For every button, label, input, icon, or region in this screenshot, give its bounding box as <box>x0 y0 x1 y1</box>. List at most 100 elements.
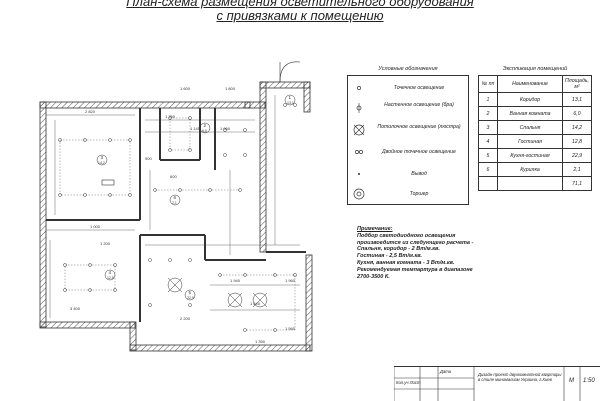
legend-label: Точечное освещение <box>393 85 445 91</box>
dim-label: 1 960 <box>285 278 296 283</box>
dim-label: 1 560 <box>285 326 296 331</box>
double-spot-light-icon <box>355 150 363 154</box>
legend-row: Точечное освещение <box>348 80 470 98</box>
cell-num <box>478 176 498 191</box>
dim-label: 1 000 <box>90 224 101 229</box>
legend-label: Торшер <box>409 191 429 197</box>
legend-row: Вывод <box>348 166 470 184</box>
spot-light-icon <box>357 86 361 90</box>
room-number: 5 <box>189 290 192 295</box>
explication-panel: Экспликация помещений № пп Наименование … <box>478 63 592 191</box>
legend-row: Двойное точечное освещение <box>348 144 470 162</box>
cell-num: 4 <box>478 134 498 149</box>
door-swing <box>279 61 301 83</box>
title-block: Дата Кол.уч Лист Дизайн-проект двухкомна… <box>394 366 600 401</box>
outlet-icon <box>101 179 115 186</box>
dim-label: 1 390 <box>255 339 266 344</box>
dim-label: 1 640 <box>250 301 261 306</box>
room-number: 1 <box>289 95 292 100</box>
col-header-name: Наименование <box>497 75 563 93</box>
room-area: 2,1 <box>172 201 177 205</box>
stamp-scale: 1:50 <box>583 378 595 384</box>
room-area: 13,1 <box>287 101 294 105</box>
cell-name: Ванная комната <box>497 106 563 121</box>
dim-label: 1 200 <box>100 241 111 246</box>
room-area: 6,0 <box>202 129 207 133</box>
legend-row: Торшер <box>348 186 470 204</box>
note-block: Примечание: Подбор светодиодного освещен… <box>357 226 507 280</box>
room-labels: 3 14,2 2 6,0 1 13,1 6 2,1 4 12,8 5 22,9 <box>96 94 296 301</box>
table-row-total: 71,1 <box>478 176 592 191</box>
ceiling-chandelier-icon <box>353 124 365 136</box>
cell-total: 71,1 <box>562 176 592 191</box>
legend-label: Двойное точечное освещение <box>382 149 456 155</box>
room-number: 3 <box>101 155 104 160</box>
cell-area: 2,1 <box>562 162 592 177</box>
wiring-lines <box>59 117 296 331</box>
dim-label: 1 600 <box>180 86 191 91</box>
table-header: № пп Наименование Площадь, м² <box>478 75 592 93</box>
cell-num: 3 <box>478 120 498 135</box>
note-line: Гостиная - 2,5 Вт/м.кв. <box>357 253 423 260</box>
cell-area: 13,1 <box>562 92 592 107</box>
dim-label: 3 400 <box>70 306 81 311</box>
note-line: Спальня, коридор - 2 Вт/м.кв. <box>357 246 440 253</box>
cell-name <box>497 176 563 191</box>
dimension-lines <box>46 95 300 318</box>
col-header-num: № пп <box>478 75 498 93</box>
explication-title: Экспликация помещений <box>502 66 568 72</box>
dim-label: 600 <box>170 174 177 179</box>
room-area: 22,9 <box>187 296 194 300</box>
interior-walls <box>46 108 306 322</box>
stamp-project: Дизайн-проект двухкомнатной квартиры в с… <box>478 372 562 382</box>
cell-num: 2 <box>478 106 498 121</box>
floor-plan: 2 820 1 600 1 800 1 750 1 145 1 060 900 … <box>39 61 313 352</box>
room-area: 12,8 <box>107 276 114 280</box>
cell-area: 12,8 <box>562 134 592 149</box>
cell-name: Гостиная <box>497 134 563 149</box>
legend-label: Вывод <box>411 171 427 177</box>
stamp-date-label: Дата <box>440 369 452 374</box>
wall-light-icon <box>356 103 362 113</box>
cell-name: Спальня <box>497 120 563 135</box>
legend-row: Настенное освещение (бра) <box>348 100 470 118</box>
legend-label: Настенное освещение (бра) <box>384 102 454 108</box>
title-block-grid <box>394 367 581 401</box>
stamp-sign-label: Кол.уч Лист <box>396 380 421 385</box>
stamp-scale-label: М <box>569 378 574 384</box>
dim-label: 900 <box>145 156 152 161</box>
room-number: 6 <box>174 195 177 200</box>
cell-num: 1 <box>478 92 498 107</box>
legend-box: Точечное освещение Настенное освещение (… <box>347 75 469 205</box>
legend-label: Потолочное освещение (люстра) <box>377 124 461 130</box>
cell-name: Курилка <box>497 162 563 177</box>
note-line: Рекомендуемая темпартура в диапазоне <box>357 266 473 273</box>
room-number: 2 <box>204 123 207 128</box>
dim-label: 2 820 <box>85 109 96 114</box>
cell-num: 5 <box>478 148 498 163</box>
room-area: 14,2 <box>98 161 105 165</box>
floor-lamp-icon <box>353 188 365 200</box>
drawing-title-line1: План-схема размещения осветительного обо… <box>126 0 474 9</box>
cell-area: 22,9 <box>562 148 592 163</box>
legend-panel: Условные обозначения Точечное освещение … <box>347 63 469 207</box>
cell-name: Кухня-гостиная <box>497 148 563 163</box>
legend-row: Потолочное освещение (люстра) <box>348 122 470 140</box>
dim-label: 1 800 <box>225 86 236 91</box>
note-line: Примечание: <box>357 226 393 232</box>
cell-num: 6 <box>478 162 498 177</box>
dim-label: 1 145 <box>190 126 201 131</box>
cell-area: 14,2 <box>562 120 592 135</box>
note-line: 2700-3500 К. <box>357 273 390 280</box>
dim-label: 2 200 <box>180 316 191 321</box>
dim-label: 1 940 <box>230 278 241 283</box>
note-line: Кухня, ванная комната - 3 Вт/м.кв. <box>357 259 455 266</box>
cell-name: Коридор <box>497 92 563 107</box>
ceiling-chandelier-icons <box>167 277 268 308</box>
